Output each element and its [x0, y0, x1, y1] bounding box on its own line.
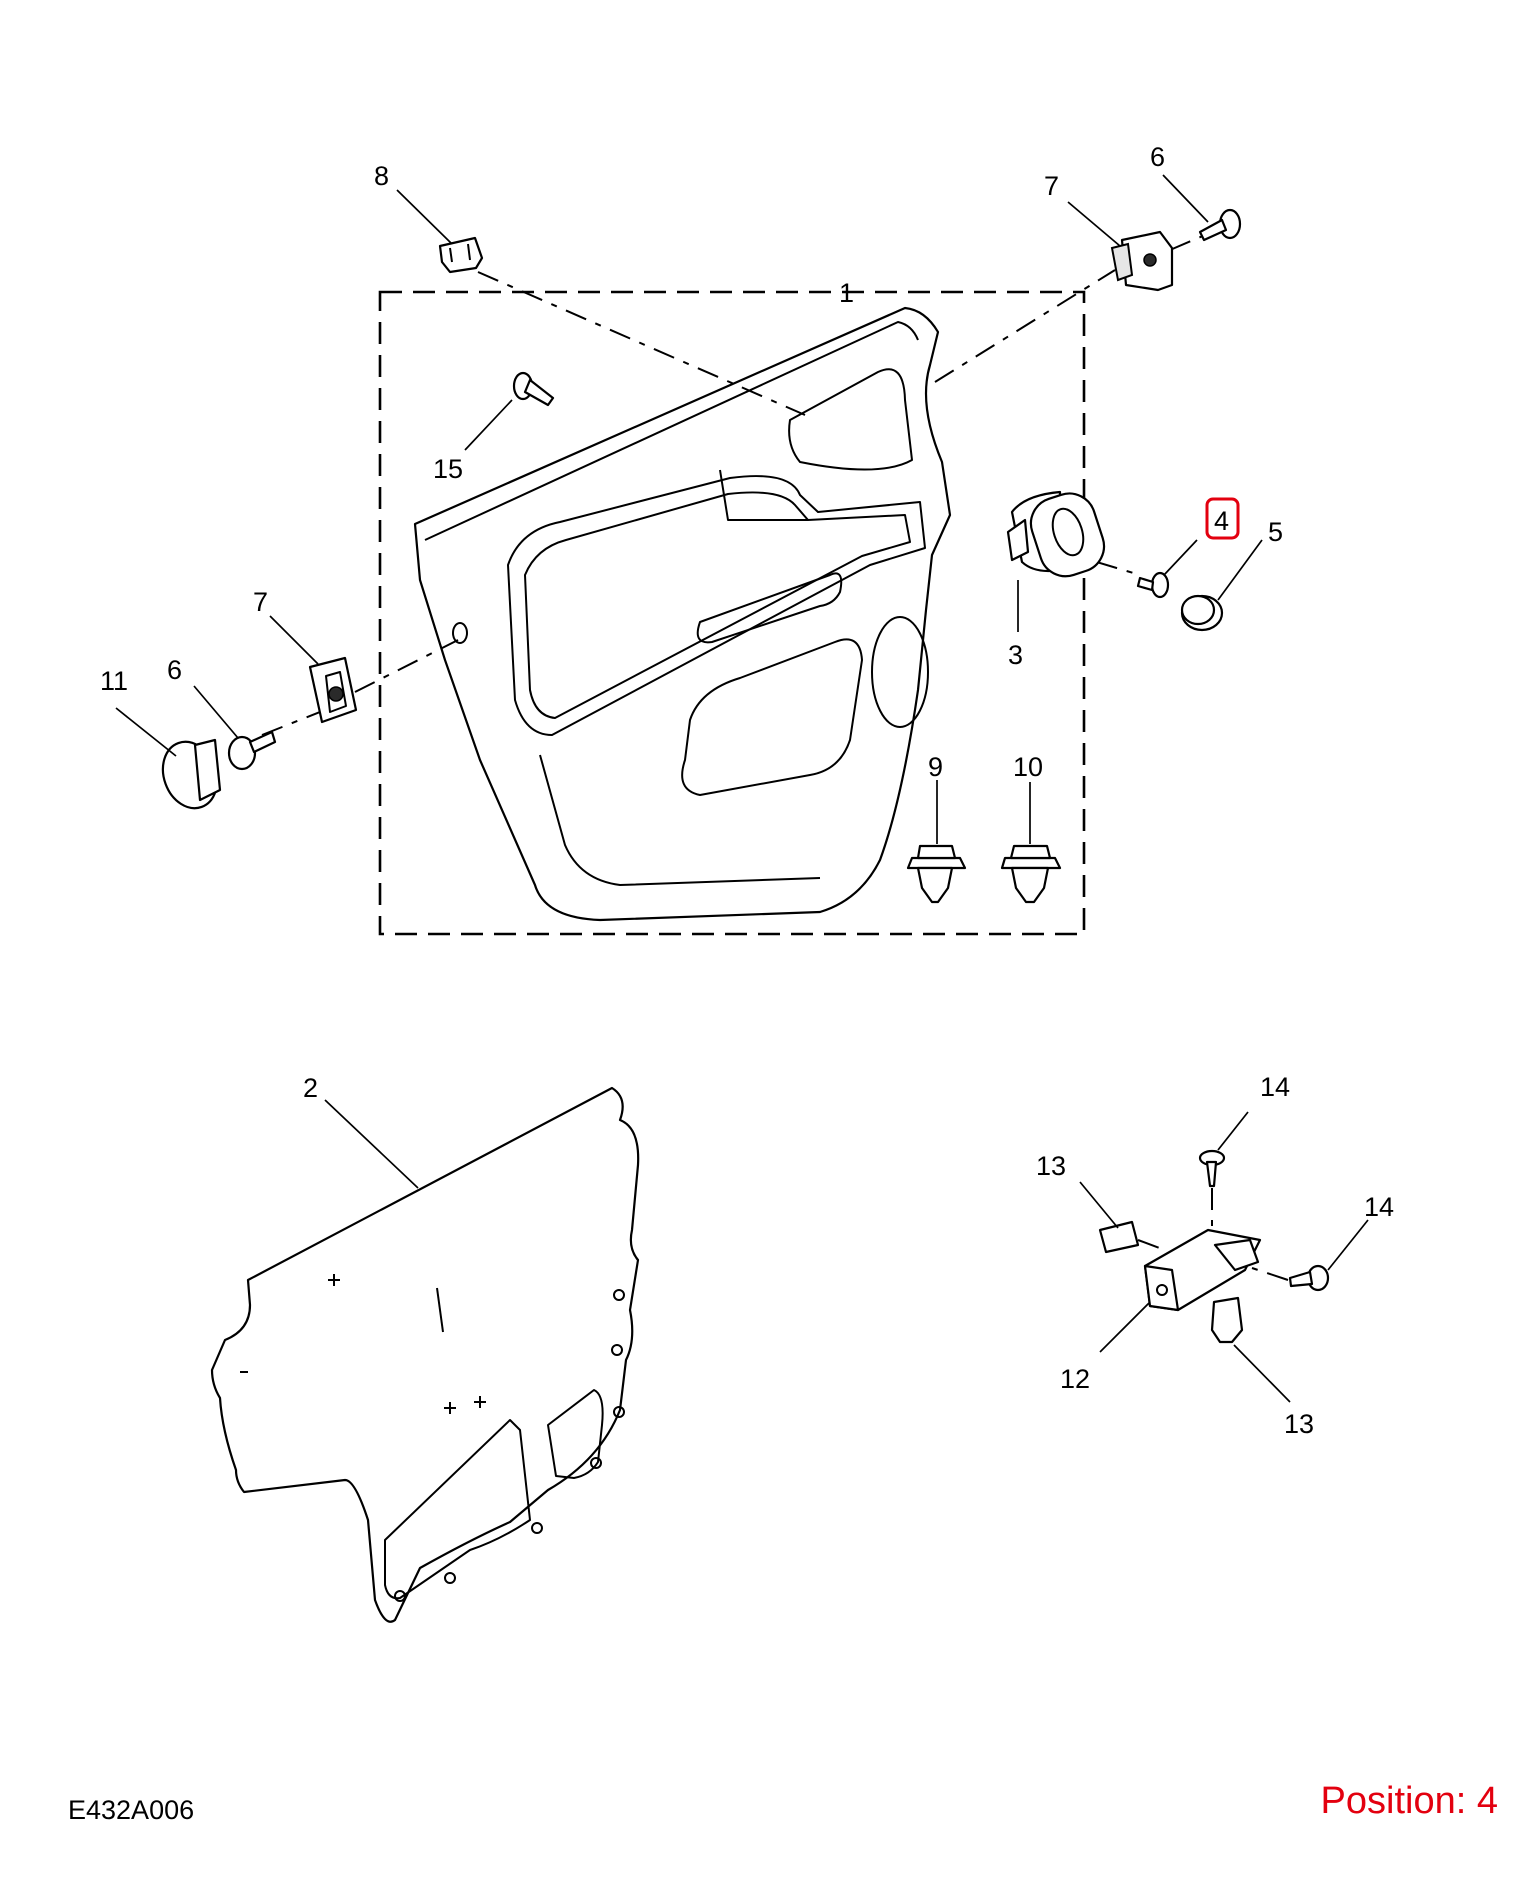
callout-5: 5	[1268, 517, 1283, 547]
clip-part-13-lower	[1210, 1296, 1244, 1344]
bracket-part-12	[1143, 1228, 1262, 1312]
assembly-line-14-lower	[1251, 1267, 1289, 1281]
callout-7-left: 7	[253, 587, 268, 617]
assembly-line-13-upper	[1137, 1239, 1166, 1251]
assembly-line-7-top	[934, 269, 1116, 383]
callout-11: 11	[100, 666, 128, 696]
callout-9: 9	[928, 752, 943, 782]
position-label: Position: 4	[1320, 1780, 1498, 1822]
watershield-part-2	[210, 1086, 640, 1623]
diagram-code: E432A006	[68, 1795, 195, 1825]
screw-part-14-upper	[1198, 1149, 1226, 1188]
screw-part-15	[512, 371, 555, 407]
callout-2: 2	[303, 1073, 318, 1103]
callout-10: 10	[1013, 752, 1043, 782]
assembly-line-7-left	[354, 639, 459, 693]
screw-part-14-lower	[1288, 1264, 1330, 1292]
callout-3: 3	[1008, 640, 1023, 670]
screw-part-6-top	[1198, 208, 1242, 242]
assembly-line-6-top	[1169, 231, 1213, 251]
cap-part-5	[1180, 594, 1224, 632]
clip-part-13-upper	[1098, 1220, 1140, 1254]
callout-1: 1	[839, 278, 854, 308]
callout-13-upper: 13	[1036, 1151, 1066, 1181]
callout-7-top: 7	[1044, 171, 1059, 201]
screw-part-6-left	[227, 730, 277, 771]
bracket-part-7-left	[308, 656, 358, 724]
callout-4: 4	[1214, 506, 1229, 536]
group-frame	[378, 290, 1086, 936]
door-trim-panel	[413, 306, 952, 922]
clip-part-8	[438, 236, 484, 274]
callout-8: 8	[374, 161, 389, 191]
highlight-box-position-4	[1205, 497, 1240, 540]
callout-15: 15	[433, 454, 463, 484]
callout-14-lower: 14	[1364, 1192, 1394, 1222]
callout-6-top: 6	[1150, 142, 1165, 172]
screw-part-4	[1136, 571, 1170, 599]
callout-13-lower: 13	[1284, 1409, 1314, 1439]
callout-6-left: 6	[167, 655, 182, 685]
cap-part-11	[161, 738, 222, 810]
push-clip-part-10	[1000, 844, 1062, 904]
assembly-line-8	[477, 271, 806, 416]
handle-part-3	[1006, 490, 1106, 578]
callout-14-upper: 14	[1260, 1072, 1290, 1102]
leader-lines	[115, 174, 1369, 1403]
callout-12: 12	[1060, 1364, 1090, 1394]
bracket-part-7-top	[1110, 230, 1174, 292]
push-clip-part-9	[906, 844, 967, 904]
assembly-line-6-left	[261, 707, 331, 736]
